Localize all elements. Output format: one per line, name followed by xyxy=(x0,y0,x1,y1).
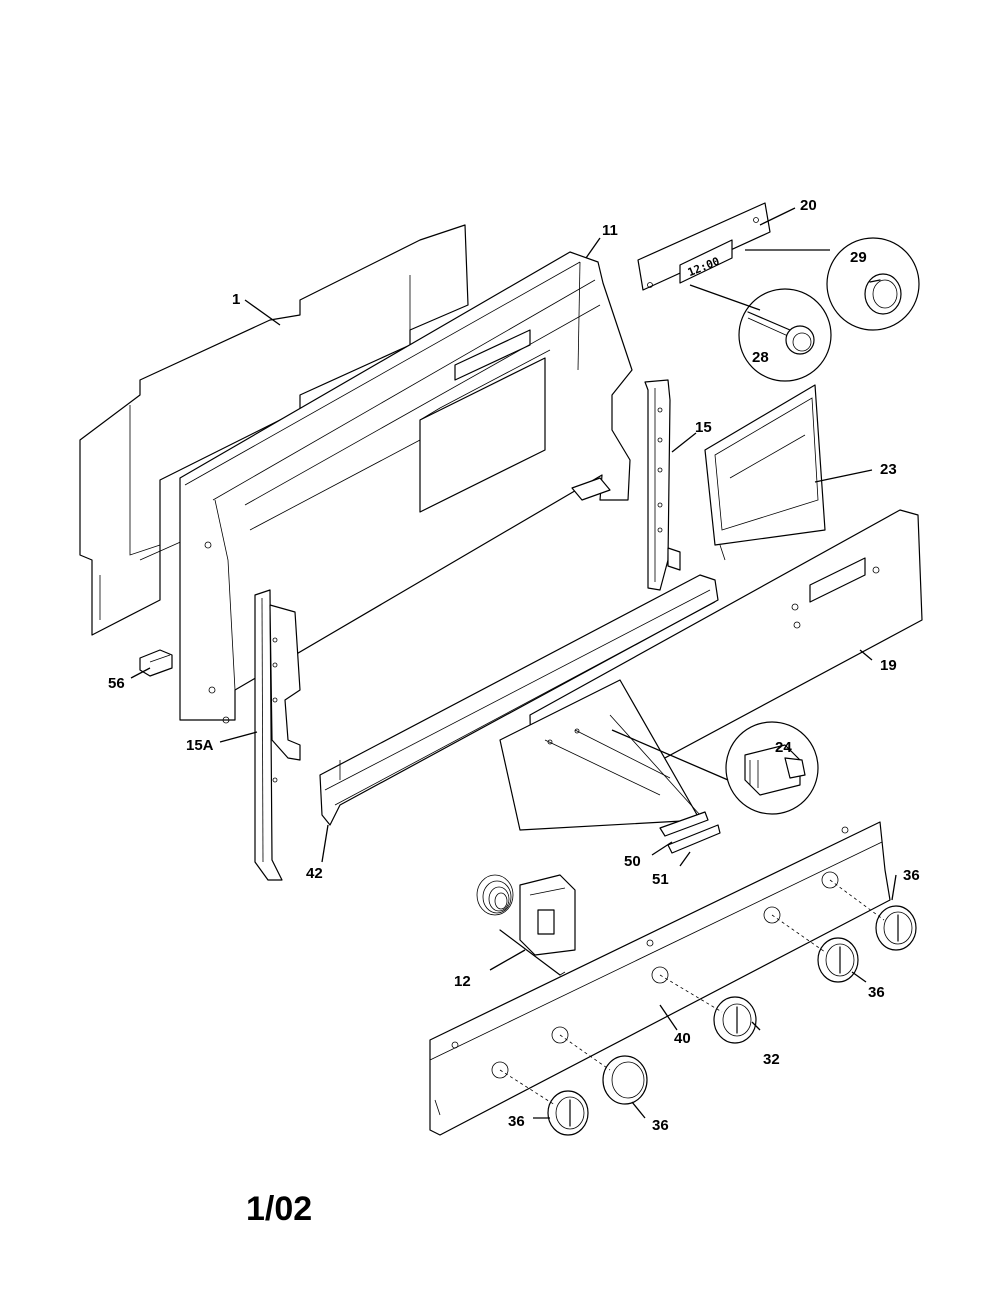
callout-50: 50 xyxy=(624,853,641,870)
callout-20: 20 xyxy=(800,197,817,214)
part-50-51-strips xyxy=(659,811,721,854)
callout-56: 56 xyxy=(108,675,125,692)
callout-11: 11 xyxy=(602,222,618,239)
part-15a-left-bracket xyxy=(254,589,301,881)
callout-15: 15 xyxy=(695,419,712,436)
part-56-clip xyxy=(139,649,173,677)
callout-51: 51 xyxy=(652,871,669,888)
knob-36-right[interactable] xyxy=(875,905,917,951)
part-15-right-bracket xyxy=(644,379,681,591)
callouts: 1 11 20 29 28 15 23 19 56 15A 42 24 50 5… xyxy=(108,197,920,1134)
callout-15a: 15A xyxy=(186,737,214,754)
callout-40: 40 xyxy=(674,1030,691,1047)
part-20-clock: 12:00 xyxy=(637,202,771,291)
inset-24-switch xyxy=(725,721,819,815)
inset-29-clock-knob xyxy=(826,237,920,331)
callout-23: 23 xyxy=(880,461,897,478)
knob-32[interactable] xyxy=(713,996,757,1044)
part-23-window-overlay xyxy=(704,384,826,561)
inset-28-clock-stem xyxy=(738,288,832,382)
callout-36-left: 36 xyxy=(508,1113,525,1130)
callout-29: 29 xyxy=(850,249,867,266)
part-1-back-panel xyxy=(79,224,469,636)
callout-32: 32 xyxy=(763,1051,780,1068)
knob-36-left[interactable] xyxy=(547,1090,589,1136)
callout-36-mid: 36 xyxy=(868,984,885,1001)
callout-36-right: 36 xyxy=(903,867,920,884)
callout-1: 1 xyxy=(232,291,240,308)
part-42-trim-channel xyxy=(319,574,719,826)
knob-36-center[interactable] xyxy=(602,1055,648,1105)
revision-date: 1/02 xyxy=(246,1190,312,1228)
callout-12: 12 xyxy=(454,973,471,990)
part-40-manifold-panel xyxy=(429,821,891,1136)
alignment-lines xyxy=(499,879,885,1106)
callout-42: 42 xyxy=(306,865,323,882)
part-12-thermostat xyxy=(476,874,576,976)
callout-19: 19 xyxy=(880,657,897,674)
leader-lines xyxy=(130,207,897,1119)
callout-24: 24 xyxy=(775,739,792,756)
callout-28: 28 xyxy=(752,349,769,366)
knob-36-mid[interactable] xyxy=(817,937,859,983)
part-11-housing xyxy=(179,251,633,724)
callout-36-center: 36 xyxy=(652,1117,669,1134)
